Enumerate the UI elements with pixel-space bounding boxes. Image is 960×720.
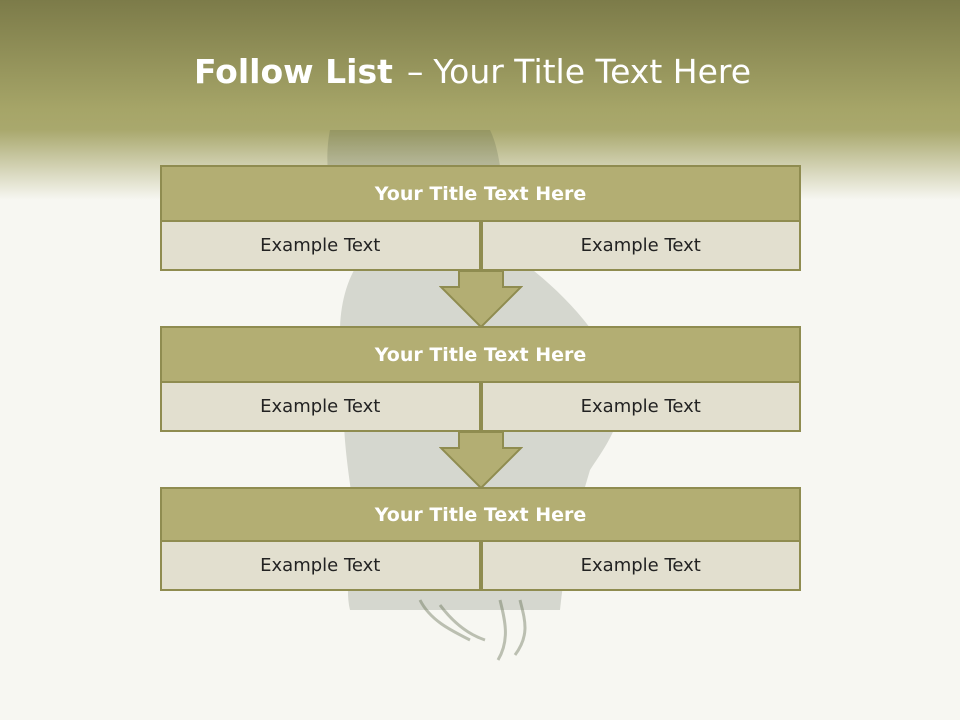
title-separator: – [406, 52, 424, 91]
title-rest: Your Title Text Here [433, 52, 752, 91]
list-block-3: Your Title Text Here Example Text Exampl… [160, 487, 801, 591]
block-cell-left: Example Text [160, 542, 481, 591]
slide-title: Follow List–Your Title Text Here [0, 52, 945, 91]
list-block-2: Your Title Text Here Example Text Exampl… [160, 326, 801, 432]
block-row: Example Text Example Text [160, 222, 801, 271]
block-cell-right: Example Text [480, 222, 801, 271]
block-cell-left: Example Text [160, 383, 481, 432]
block-title: Your Title Text Here [160, 487, 801, 542]
block-cell-right: Example Text [480, 383, 801, 432]
block-cell-right: Example Text [480, 542, 801, 591]
down-arrow-icon [439, 271, 523, 329]
block-row: Example Text Example Text [160, 383, 801, 432]
block-row: Example Text Example Text [160, 542, 801, 591]
block-cell-left: Example Text [160, 222, 481, 271]
title-strong: Follow List [193, 52, 393, 91]
down-arrow-icon [439, 432, 523, 490]
block-title: Your Title Text Here [160, 326, 801, 383]
list-block-1: Your Title Text Here Example Text Exampl… [160, 165, 801, 271]
block-title: Your Title Text Here [160, 165, 801, 222]
